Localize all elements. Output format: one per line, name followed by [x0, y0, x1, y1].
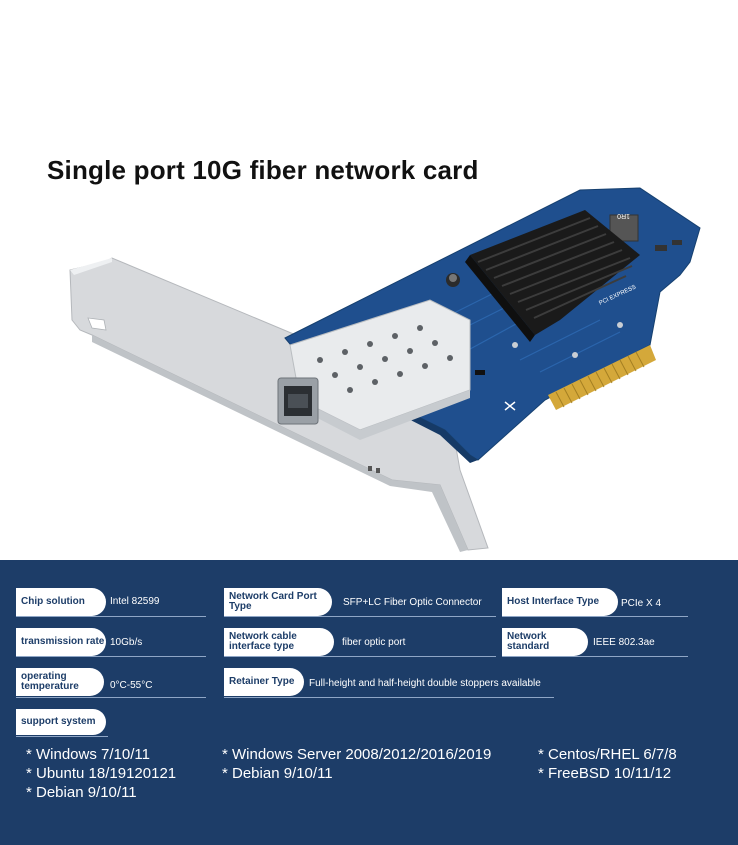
operating-temp-divider	[16, 697, 206, 698]
specifications-panel: Chip solution Intel 82599 Network Card P…	[0, 560, 738, 845]
support-system-divider	[16, 736, 108, 737]
cable-type-divider	[224, 656, 496, 657]
port-type-divider	[224, 616, 496, 617]
os-item: * Windows 7/10/11	[26, 746, 150, 763]
operating-temp-value: 0°C-55°C	[110, 680, 153, 691]
host-interface-value: PCIe X 4	[621, 598, 662, 609]
os-item: * Centos/RHEL 6/7/8	[538, 746, 677, 763]
pcie-gold-fingers	[548, 345, 656, 410]
sfp-port	[277, 377, 319, 425]
os-item: * Windows Server 2008/2012/2016/2019	[222, 746, 492, 763]
host-interface-divider	[502, 616, 688, 617]
host-interface-label: Host Interface Type	[502, 588, 618, 616]
os-item: * Ubuntu 18/19120121	[26, 765, 177, 782]
os-item: * Debian 9/10/11	[26, 784, 137, 801]
support-system-label: support system	[16, 709, 106, 735]
sfp-cage	[289, 299, 471, 440]
cable-type-value: fiber optic port	[342, 637, 406, 648]
transmission-rate-divider	[16, 656, 206, 657]
retainer-type-divider	[224, 697, 554, 698]
transmission-rate-value: 10Gb/s	[110, 637, 143, 648]
chip-solution-divider	[16, 616, 206, 617]
product-image-area: Single port 10G fiber network card	[47, 155, 701, 552]
network-standard-value: IEEE 802.3ae	[593, 637, 655, 648]
page-title: Single port 10G fiber network card	[47, 155, 479, 185]
retainer-type-value: Full-height and half-height double stopp…	[309, 678, 541, 689]
port-type-value: SFP+LC Fiber Optic Connector	[343, 597, 482, 608]
chip-solution-label: Chip solution	[16, 588, 106, 616]
silkscreen-1r0: 1R0	[617, 212, 630, 219]
os-item: * Debian 9/10/11	[222, 765, 333, 782]
heatsink	[465, 210, 640, 342]
network-standard-divider	[502, 656, 688, 657]
chip-solution-value: Intel 82599	[110, 596, 160, 607]
retainer-type-label: Retainer Type	[224, 668, 304, 696]
transmission-rate-label: transmission rate	[16, 628, 106, 656]
os-item: * FreeBSD 10/11/12	[538, 765, 672, 782]
network-card-image: 1R0 PCI EXPRESS	[69, 187, 701, 552]
